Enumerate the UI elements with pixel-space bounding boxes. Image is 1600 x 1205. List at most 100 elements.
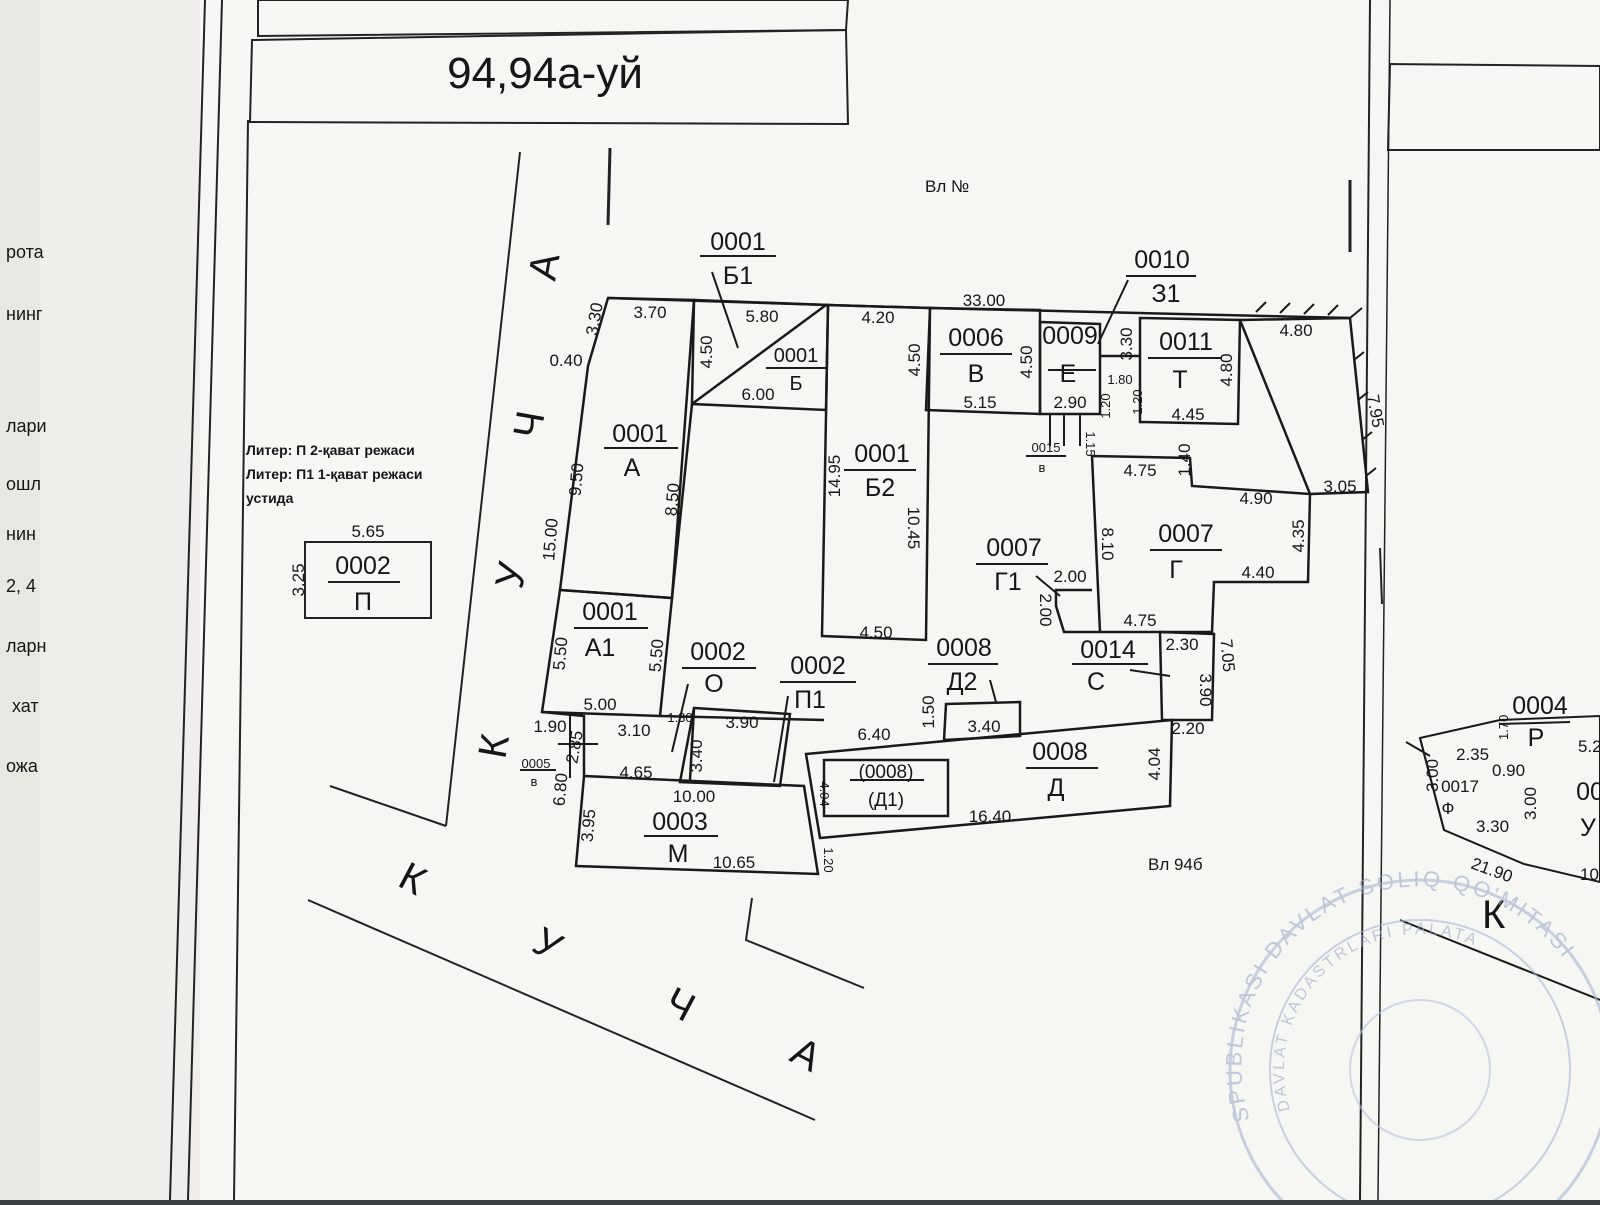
dimension: 5.50 [550,636,572,671]
room-code: 00 [1576,778,1600,806]
dimension: 3.70 [633,303,666,322]
dimension: 5.80 [745,307,778,326]
dimension: 16.40 [969,807,1012,826]
dimension: 3.00 [1423,759,1442,792]
street-letter: К [1482,893,1506,937]
fraction-bars [520,255,1222,837]
room-code: 0001 [612,420,668,448]
dimension: 1.20 [821,847,836,872]
dimension: 3.40 [967,717,1000,736]
room-liter: в [1039,460,1046,475]
dimension: 10.45 [904,507,923,550]
dimension: 4.40 [1241,563,1274,582]
building-p-outline [304,541,432,619]
room-code: 0011 [1159,328,1213,356]
room-code: 0004 [1512,692,1568,720]
frame-line [1359,0,1371,1201]
dimension: 0.90 [1492,761,1525,780]
room-code: 0017 [1441,777,1479,796]
room-d2-outline [942,700,1022,742]
dimension: 2.00 [1053,567,1086,586]
frame-line [169,0,206,1201]
room-code: 0001 [710,228,766,256]
dimension: 1.30 [667,710,692,725]
dimension: 6.00 [741,385,774,404]
dimension: 4.90 [1239,489,1272,508]
dimension: 4.04 [1145,747,1164,780]
room-code: 0005 [522,756,551,771]
room-liter: Б [789,373,802,395]
wall [688,707,696,781]
room-code: 0007 [986,534,1042,562]
room-g-outline [1090,316,1370,634]
fragment: ожа [6,756,39,776]
dimension: 4.80 [1217,353,1236,386]
room-code: (0008) [859,762,914,783]
room-liter: У [1580,814,1596,842]
room-code: 0010 [1134,246,1190,274]
wall [1405,741,1431,757]
dimension: 5.00 [583,695,616,714]
room-d1-outline [822,758,950,818]
dimension: 6.40 [857,725,890,744]
dimension: 9.50 [566,462,588,497]
dimension: 3.90 [1196,673,1215,706]
dimension: 5.50 [646,638,668,673]
street-line [329,785,447,827]
dimension: 0.40 [549,351,582,370]
room-code: 0002 [690,638,746,666]
room-m-outline [574,774,820,876]
dimension: 3.00 [1521,787,1540,820]
room-liter: Г [1169,556,1183,584]
room-code: 0009 [1042,322,1098,350]
dimension: 5.15 [963,393,996,412]
right-page-fragment: 0004 Р 0017 Ф 00 У 1.70 2.35 0.90 5.2 3.… [1399,692,1600,1001]
room-liter: в [531,774,538,789]
room-code: 0002 [335,552,391,580]
sheet [200,0,1600,1200]
room-code: 0001 [774,345,819,367]
dimension: 10.65 [713,853,756,872]
dimension: 3.40 [687,739,706,772]
dimension: 4.75 [1123,461,1156,480]
room-code: 0001 [854,440,910,468]
leader-lines [558,271,1171,783]
dimension: 2.20 [1171,719,1204,738]
fragment: рота [6,242,45,262]
room-liter: П1 [794,686,826,714]
dimension: 4.50 [859,623,892,642]
fragment: хат [12,696,39,716]
seal-inner-ring [1269,919,1571,1205]
dimension: 4.50 [905,343,924,376]
dimension: 3.10 [617,721,650,740]
room-liter: А1 [585,634,616,662]
room-liter: В [968,360,985,388]
fragment: нин [6,524,36,544]
room-d-outline [804,718,1174,840]
dimension: 2.00 [1036,593,1055,626]
room-liter: С [1087,668,1105,696]
dimension: 2.35 [1456,745,1489,764]
room-code: 0001 [582,598,638,626]
dimension: 4.65 [619,763,652,782]
room-liter: Ф [1442,799,1455,818]
dimension: 10 [1580,865,1599,884]
dimension: 1.20 [1130,389,1145,414]
wall [659,714,825,722]
dimension: 3.05 [1323,477,1356,496]
dimension: 1.70 [1496,715,1511,740]
dimension: 1.80 [1107,372,1132,387]
dimension: 2.30 [1165,635,1198,654]
boundary-tick [1379,547,1383,605]
boundary-tick [606,147,612,226]
dimension: 3.30 [1117,327,1136,360]
dimension: 14.95 [825,455,844,498]
room-liter: П [354,588,372,616]
room-code: 0015 [1032,440,1061,455]
room-code: 0006 [948,324,1004,352]
title-box [248,28,850,126]
street-line [1399,919,1600,1001]
dimension: 2.90 [1053,393,1086,412]
room-b2-outline [820,303,932,642]
room-code: 0008 [1032,738,1088,766]
